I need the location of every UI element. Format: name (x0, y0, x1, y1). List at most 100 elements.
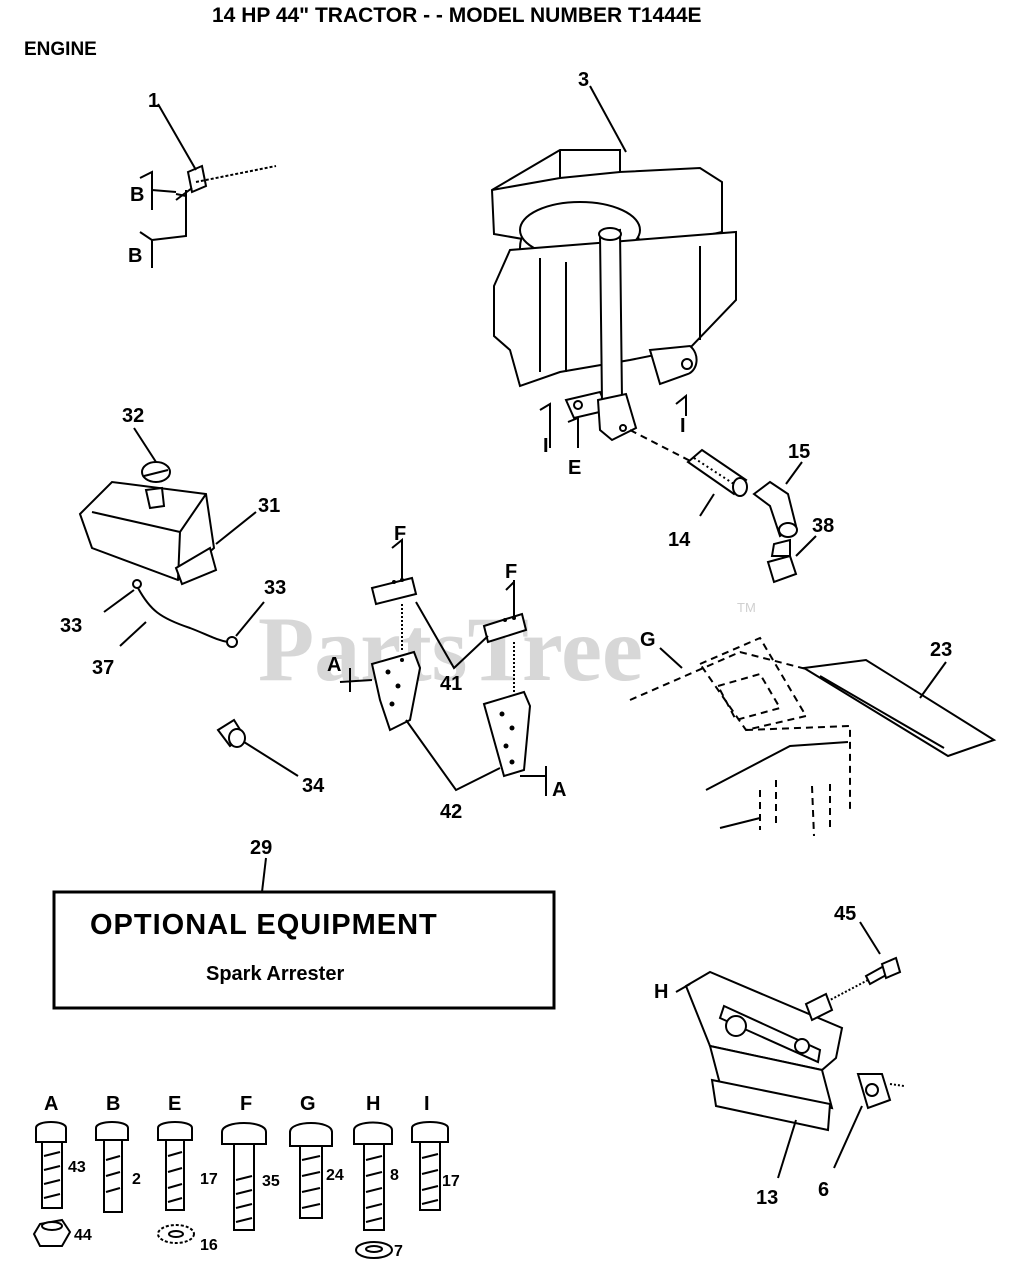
fuel-line-part[interactable] (137, 587, 229, 643)
leader-45 (859, 921, 881, 955)
ref-a-bracket-1 (339, 668, 373, 692)
bolt-icon-a (35, 1121, 67, 1209)
callout-1: 1 (148, 90, 159, 112)
section-label: ENGINE (24, 39, 97, 60)
hw-extra-a: 44 (74, 1227, 92, 1244)
plate-centerlines (401, 604, 515, 692)
ref-b-bracket-2 (139, 190, 187, 268)
ref-letter-a-2: A (552, 779, 566, 801)
gasket-part[interactable] (856, 1073, 892, 1110)
exhaust-pipe-part[interactable] (686, 448, 748, 497)
washer-icon-h (355, 1241, 393, 1259)
screw-centerline (829, 979, 869, 1001)
callout-32: 32 (122, 405, 144, 427)
hardware-key: A 43 44 B 2 E 17 16 (32, 1093, 460, 1260)
leader-1 (157, 103, 197, 171)
leader-41 (415, 601, 489, 670)
callout-3: 3 (578, 69, 589, 91)
exhaust-centerline (629, 429, 701, 467)
fuel-cap-part[interactable] (141, 461, 171, 483)
hw-letter-e: E (168, 1093, 181, 1115)
ref-letter-b-1: B (130, 184, 144, 206)
leader-42 (405, 719, 501, 792)
hw-extra-e: 16 (200, 1237, 218, 1254)
ref-a-bracket-2 (520, 766, 547, 796)
clamp-part-2[interactable] (226, 636, 238, 648)
plug-part[interactable] (766, 538, 798, 584)
callout-29: 29 (250, 837, 272, 859)
leader-29 (261, 857, 267, 893)
ref-e-bracket (567, 416, 579, 448)
bracket-part-42a[interactable] (370, 650, 422, 732)
ref-h-bracket (675, 983, 691, 993)
callout-37: 37 (92, 657, 114, 679)
callout-34: 34 (302, 775, 325, 797)
ref-letter-i-1: I (543, 435, 549, 457)
leader-37 (119, 621, 147, 647)
ref-f-bracket-1 (391, 537, 403, 580)
ref-letter-h: H (654, 981, 668, 1003)
fuel-tank-part[interactable] (78, 480, 218, 586)
bushing-part[interactable] (216, 718, 246, 748)
nut-icon-a (32, 1218, 72, 1247)
leader-31 (215, 511, 257, 545)
bolt-icon-i (411, 1121, 449, 1211)
hw-part-h: 8 (390, 1167, 399, 1184)
callout-23: 23 (930, 639, 952, 661)
callout-41: 41 (440, 673, 462, 695)
ref-letter-b-2: B (128, 245, 142, 267)
ref-letter-e: E (568, 457, 581, 479)
ref-i-bracket-2 (675, 393, 687, 416)
bolt-icon-g (289, 1122, 333, 1219)
leader-38 (795, 535, 817, 557)
hw-extra-h: 7 (394, 1243, 403, 1260)
callout-45: 45 (834, 903, 856, 925)
throttle-cable-part[interactable] (175, 164, 277, 201)
leader-15 (785, 461, 803, 485)
hw-part-g: 24 (326, 1167, 344, 1184)
lockwasher-icon-e (157, 1224, 195, 1244)
callout-42: 42 (440, 801, 462, 823)
hw-part-a: 43 (68, 1159, 86, 1176)
bolt-icon-e (157, 1121, 193, 1211)
ref-letter-f-1: F (394, 523, 406, 545)
bracket-part-42b[interactable] (482, 690, 532, 778)
leader-6 (833, 1105, 863, 1169)
ref-f-bracket-2 (505, 580, 515, 616)
ref-i-bracket-1 (539, 402, 551, 448)
muffler-part[interactable] (684, 970, 844, 1132)
page-title: 14 HP 44" TRACTOR - - MODEL NUMBER T1444… (212, 4, 702, 27)
ref-g-bracket (659, 647, 683, 669)
callout-14: 14 (668, 529, 691, 551)
callout-38: 38 (812, 515, 834, 537)
ref-letter-f-2: F (505, 561, 517, 583)
heat-shield-part[interactable] (801, 658, 997, 758)
callout-31: 31 (258, 495, 280, 517)
optional-equipment-item: Spark Arrester (206, 963, 344, 985)
leader-14 (699, 493, 715, 517)
leader-23 (919, 661, 947, 699)
screw-part-45[interactable] (864, 956, 902, 986)
leader-13 (777, 1119, 797, 1179)
hw-part-f: 35 (262, 1173, 280, 1190)
bolt-icon-h (353, 1121, 393, 1231)
leader-33b (235, 601, 265, 637)
callout-6: 6 (818, 1179, 829, 1201)
callout-15: 15 (788, 441, 810, 463)
optional-equipment-box (52, 890, 556, 1010)
watermark-tm: TM (737, 600, 756, 615)
ref-b-bracket-1 (139, 170, 177, 210)
leader-34 (243, 741, 299, 777)
callout-13: 13 (756, 1187, 778, 1209)
callout-33a: 33 (60, 615, 82, 637)
frame-outline (629, 636, 851, 837)
hw-letter-f: F (240, 1093, 252, 1115)
clamp-part-1[interactable] (132, 579, 142, 589)
leader-32 (133, 427, 157, 463)
hw-part-i: 17 (442, 1173, 460, 1190)
elbow-part[interactable] (752, 480, 798, 538)
ref-letter-i-2: I (680, 415, 686, 437)
watermark: PartsTree (258, 598, 643, 700)
engine-part[interactable] (490, 149, 737, 442)
